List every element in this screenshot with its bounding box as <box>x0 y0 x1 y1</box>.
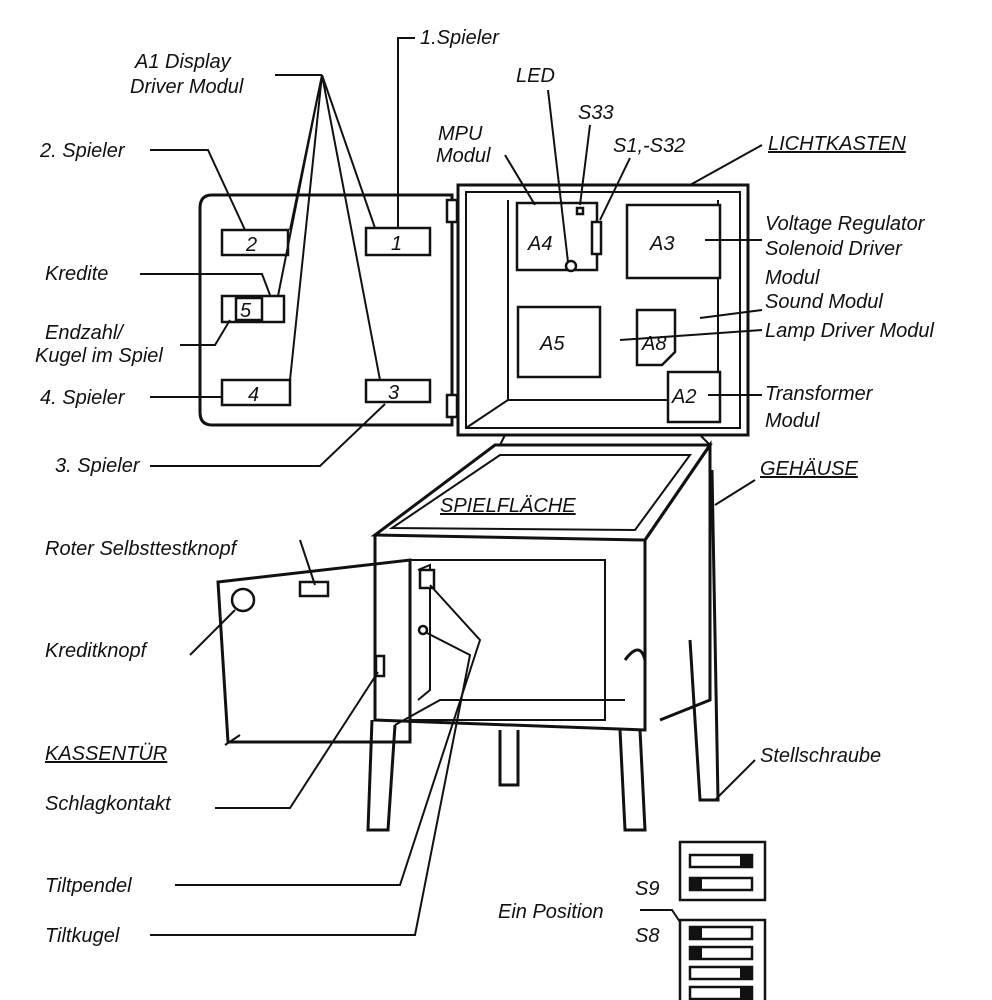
display-player2 <box>220 228 290 257</box>
label-player4: 4. Spieler <box>40 387 126 409</box>
backbox-door <box>198 193 459 427</box>
display-player2-number: 2 <box>245 234 257 256</box>
label-s9: S9 <box>635 878 659 900</box>
schlagkontakt-icon <box>374 654 386 678</box>
label-kugel-im-spiel: Kugel im Spiel <box>35 345 163 367</box>
dip-switch-s9 <box>678 840 767 902</box>
label-tiltkugel: Tiltkugel <box>45 925 120 947</box>
label-kredite: Kredite <box>45 263 108 285</box>
label-player3: 3. Spieler <box>55 455 141 477</box>
label-gehaeuse: GEHÄUSE <box>760 458 858 480</box>
module-a4-label: A4 <box>527 233 552 255</box>
display-player4 <box>220 378 292 407</box>
label-lamp-driver: Lamp Driver Modul <box>765 320 935 342</box>
display-player3 <box>364 378 432 404</box>
label-s1-s32: S1,-S32 <box>613 135 685 157</box>
kreditknopf-icon <box>230 587 256 613</box>
label-solenoid-modul: Modul <box>765 267 820 289</box>
module-a2-label: A2 <box>671 386 696 408</box>
tiltpendel-icon <box>418 568 436 590</box>
label-transformer-modul: Modul <box>765 410 820 432</box>
label-lichtkasten: LICHTKASTEN <box>768 133 906 155</box>
label-tiltpendel: Tiltpendel <box>45 875 132 897</box>
label-voltage-regulator: Voltage Regulator <box>765 213 926 235</box>
label-led: LED <box>516 65 555 87</box>
label-sound-modul: Sound Modul <box>765 291 883 313</box>
switch-s33 <box>575 206 585 216</box>
label-solenoid-driver: Solenoid Driver <box>765 238 903 260</box>
display-player1-number: 1 <box>391 233 402 255</box>
module-a3-label: A3 <box>649 233 674 255</box>
label-display-driver-2: Driver Modul <box>130 76 244 98</box>
lichtkasten-box: A4 A3 A5 A8 A2 <box>456 183 750 437</box>
display-ball-number: 5 <box>240 300 252 322</box>
label-selbsttestknopf: Roter Selbsttestknopf <box>45 538 239 560</box>
kassentuer-door <box>216 558 436 744</box>
dip-switch-s8 <box>678 918 767 1000</box>
label-display-driver: A1 Display <box>134 51 232 73</box>
module-a5-label: A5 <box>539 333 565 355</box>
display-player4-number: 4 <box>248 384 259 406</box>
display-player3-number: 3 <box>388 382 399 404</box>
label-transformer: Transformer <box>765 383 874 405</box>
module-a5 <box>516 305 602 379</box>
label-mpu: MPU <box>438 123 483 145</box>
switches-s1-s32 <box>590 220 603 256</box>
label-schlagkontakt: Schlagkontakt <box>45 793 172 815</box>
labels: 1.Spieler A1 Display Driver Modul 2. Spi… <box>35 27 935 947</box>
label-kassentuer: KASSENTÜR <box>45 743 167 765</box>
label-player2: 2. Spieler <box>39 140 126 162</box>
module-a3 <box>625 203 722 280</box>
label-endzahl: Endzahl/ <box>45 322 125 344</box>
label-kreditknopf: Kreditknopf <box>45 640 149 662</box>
led-icon <box>564 259 578 273</box>
label-player1: 1.Spieler <box>420 27 500 49</box>
label-s33: S33 <box>578 102 614 124</box>
label-mpu-modul: Modul <box>436 145 491 167</box>
label-stellschraube: Stellschraube <box>760 745 881 767</box>
label-spielflaeche: SPIELFLÄCHE <box>440 495 576 517</box>
label-ein-position: Ein Position <box>498 901 604 923</box>
module-a2 <box>666 370 722 424</box>
display-windows: 2 1 5 4 3 <box>220 226 432 407</box>
label-s8: S8 <box>635 925 659 947</box>
leader-lines <box>140 37 763 936</box>
